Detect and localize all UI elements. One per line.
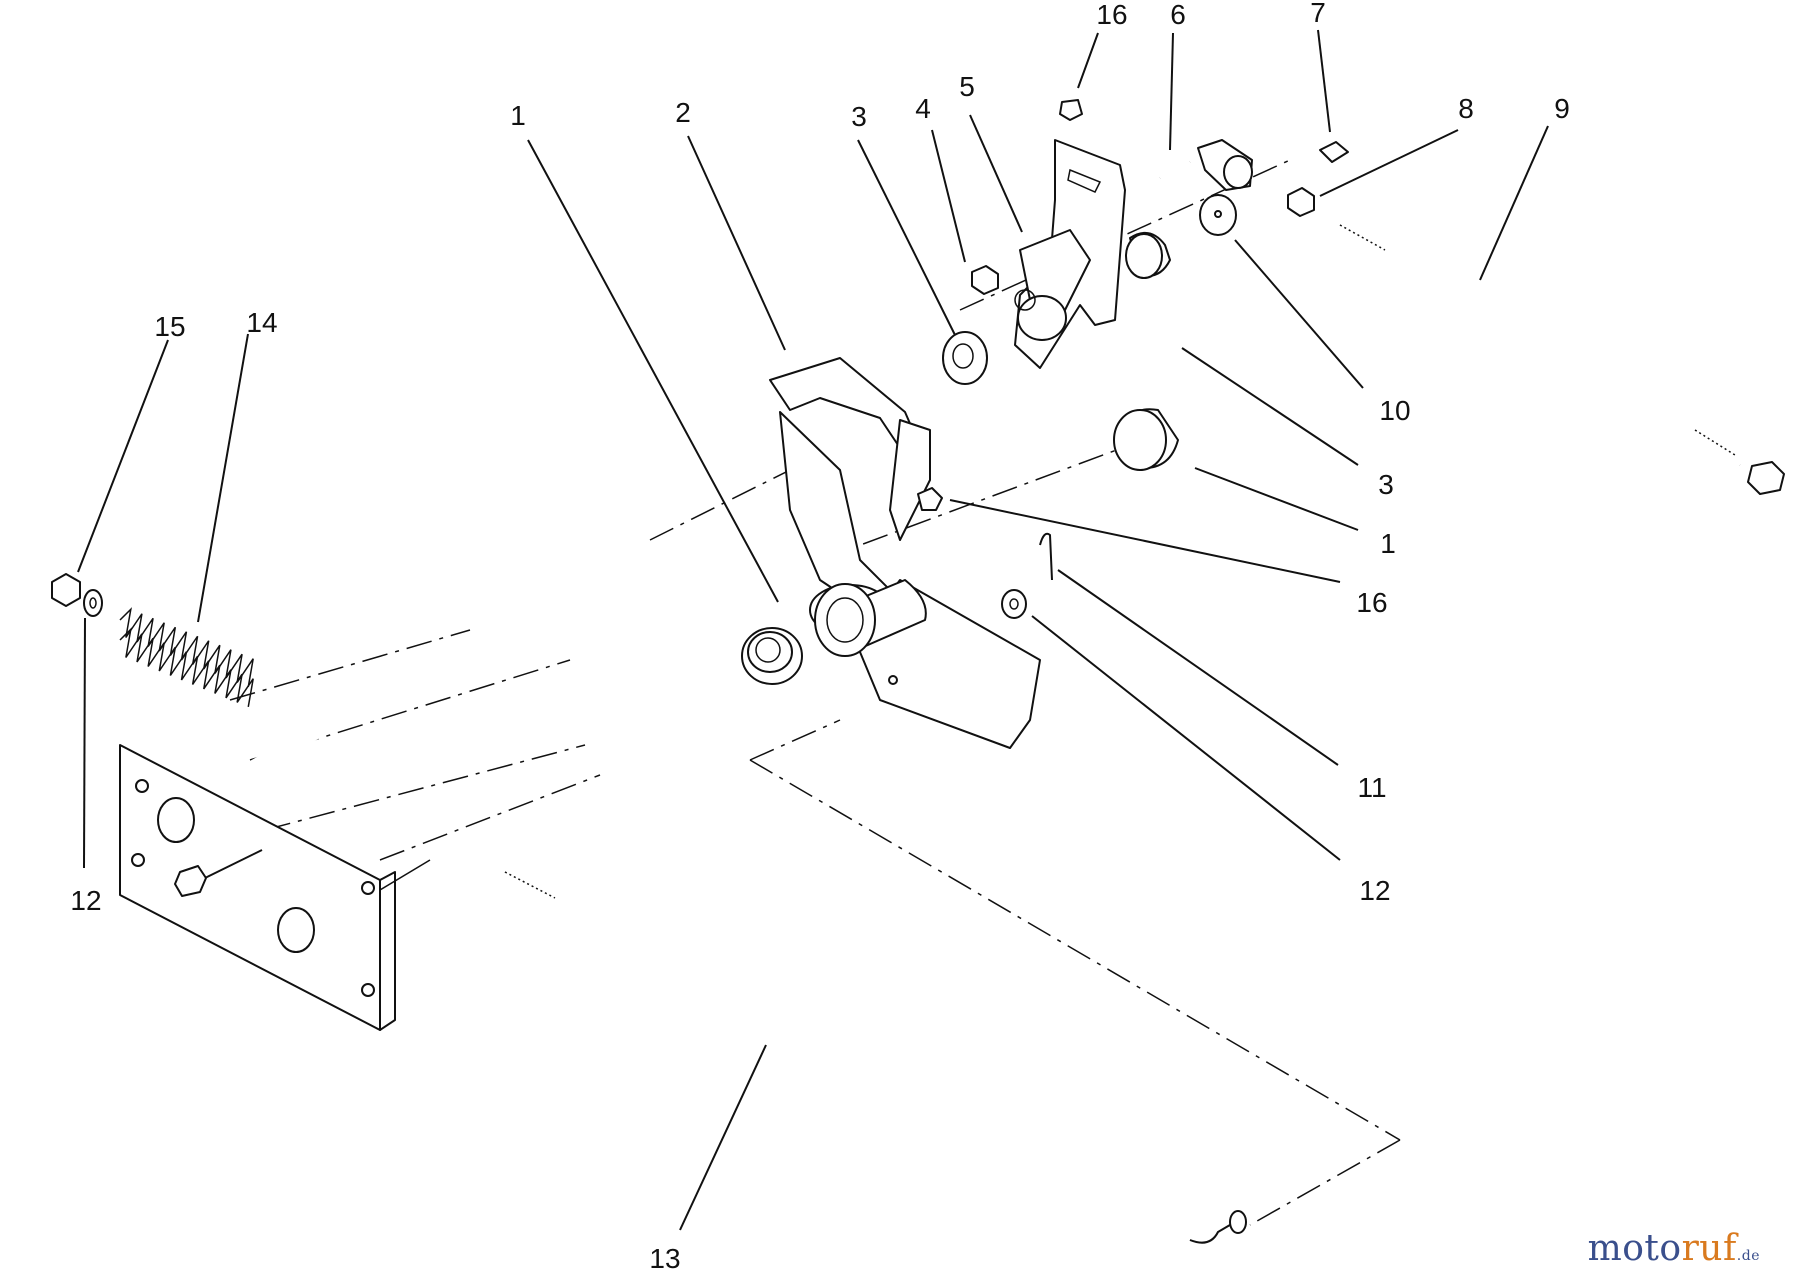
nut-4 <box>971 265 999 295</box>
watermark-tld: .de <box>1736 1248 1760 1264</box>
callout-5: 5 <box>959 71 975 102</box>
callout-16-top: 16 <box>1096 0 1127 30</box>
callout-14: 14 <box>246 307 277 338</box>
callout-2: 2 <box>675 97 691 128</box>
callout-8: 8 <box>1458 93 1474 124</box>
callout-9: 9 <box>1554 93 1570 124</box>
callout-15: 15 <box>154 311 185 342</box>
callout-12-right: 12 <box>1359 875 1390 906</box>
alignment-axes <box>229 159 1401 1226</box>
callout-labels: 16 6 7 1 2 3 4 5 8 9 15 14 10 3 1 16 11 … <box>70 0 1569 1274</box>
pivot-7 <box>1197 139 1349 191</box>
callout-7: 7 <box>1310 0 1326 28</box>
rod-13 <box>504 870 1247 1244</box>
washer-10 <box>1199 194 1237 236</box>
bracket-5 <box>1014 139 1126 369</box>
mounting-plate <box>119 723 431 1031</box>
callout-4: 4 <box>915 93 931 124</box>
bushing-1-left <box>741 627 803 685</box>
callout-1-upper-left: 1 <box>510 100 526 131</box>
nut-8 <box>1287 187 1315 217</box>
cotter-pin-11 <box>1039 532 1053 581</box>
watermark-accent: ruf <box>1681 1228 1737 1269</box>
bushing-3-right <box>1125 231 1171 279</box>
bushing-1-right <box>1113 408 1179 471</box>
callout-12-left: 12 <box>70 885 101 916</box>
callout-3-lower: 3 <box>1378 469 1394 500</box>
rod-9 <box>1339 223 1785 495</box>
washer-12-right <box>1001 589 1027 619</box>
grease-fitting-16-top <box>1059 99 1083 121</box>
callout-6: 6 <box>1170 0 1186 30</box>
grease-fitting-16-mid <box>917 487 943 511</box>
watermark-main: moto <box>1587 1228 1682 1269</box>
callout-10: 10 <box>1379 395 1410 426</box>
leader-lines <box>77 29 1549 1231</box>
spring-assembly <box>51 573 254 708</box>
stud-6 <box>1158 159 1192 181</box>
callout-13: 13 <box>649 1243 680 1274</box>
callout-16-mid: 16 <box>1356 587 1387 618</box>
callout-11: 11 <box>1357 772 1386 803</box>
bushing-3-left <box>942 331 988 385</box>
callout-1-right: 1 <box>1380 528 1396 559</box>
callout-3-upper: 3 <box>851 101 867 132</box>
lever-assembly <box>769 357 1041 749</box>
watermark-logo: motoruf.de <box>1588 1228 1760 1269</box>
